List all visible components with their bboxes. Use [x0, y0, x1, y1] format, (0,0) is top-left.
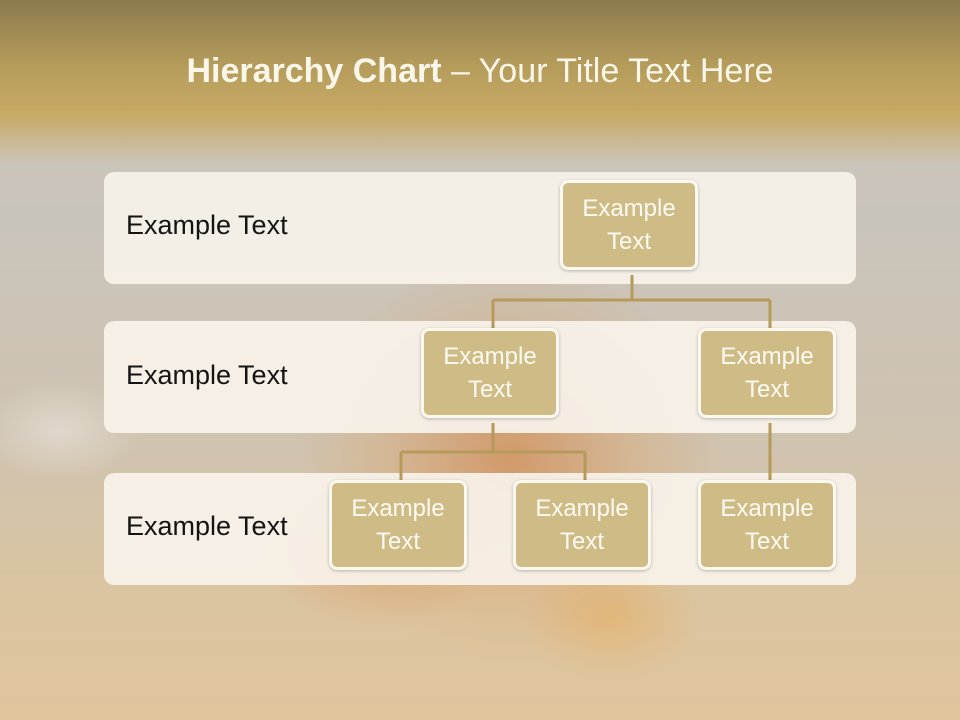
node-level3-right[interactable]: Example Text: [698, 480, 836, 570]
level-label-1: Example Text: [126, 210, 288, 240]
node-level3-left-1-label: Example Text: [351, 495, 445, 555]
slide-title-bold: Hierarchy Chart: [186, 52, 442, 90]
node-level3-left-1[interactable]: Example Text: [329, 480, 467, 570]
node-level2-left[interactable]: Example Text: [421, 328, 559, 418]
slide-title-rest: – Your Title Text Here: [441, 52, 774, 90]
title-header-band: [0, 0, 960, 165]
node-level3-right-label: Example Text: [720, 495, 814, 555]
node-root[interactable]: Example Text: [560, 180, 698, 270]
slide-title: Hierarchy Chart – Your Title Text Here: [0, 52, 960, 91]
node-level2-left-label: Example Text: [443, 343, 537, 403]
level-band-1: [104, 172, 856, 284]
node-level3-left-2-label: Example Text: [535, 495, 629, 555]
node-level2-right-label: Example Text: [720, 343, 814, 403]
level-label-2: Example Text: [126, 360, 288, 390]
node-root-label: Example Text: [582, 195, 676, 255]
node-level2-right[interactable]: Example Text: [698, 328, 836, 418]
level-label-3: Example Text: [126, 511, 288, 541]
node-level3-left-2[interactable]: Example Text: [513, 480, 651, 570]
